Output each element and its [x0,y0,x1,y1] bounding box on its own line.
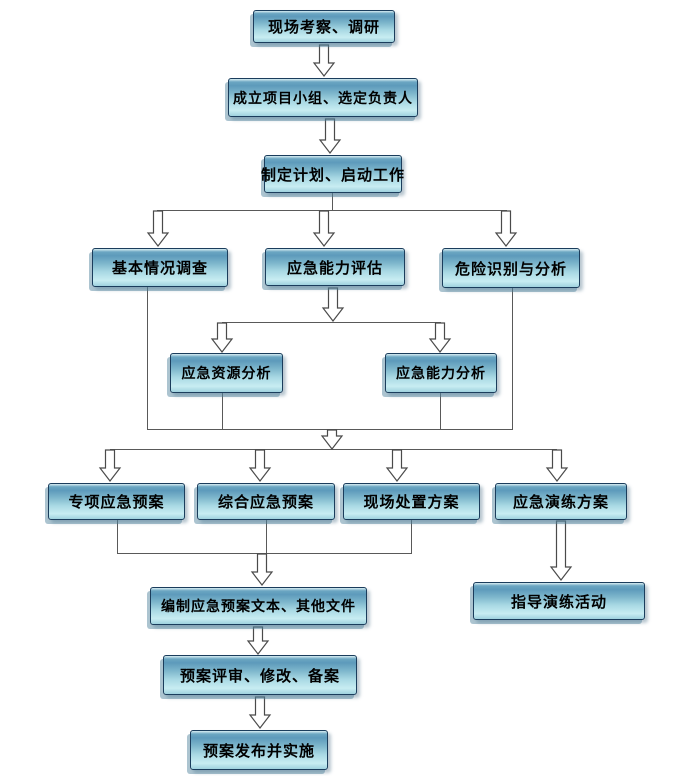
node-resource-analysis: 应急资源分析 [170,353,283,393]
connector-specialplan-down [117,520,118,554]
arrow-to-resource-analysis [210,322,234,353]
connector-hazard-down [512,288,513,430]
node-publish-implement: 预案发布并实施 [190,730,328,770]
arrow-to-onsite-plan [385,449,409,482]
arrow-to-comprehensive-plan [248,449,272,482]
arrow-branch-to-basicsurvey [146,210,170,247]
node-onsite-plan: 现场处置方案 [343,483,480,520]
arrow-survey-to-team [312,44,336,77]
arrow-merge-to-compile [250,553,274,586]
arrow-assessment-down [321,287,345,322]
node-capability-assessment: 应急能力评估 [265,248,405,286]
node-compile-documents: 编制应急预案文本、其他文件 [150,587,367,625]
connector-capability-down [440,393,441,430]
node-plan-start: 制定计划、启动工作 [261,155,404,193]
arrow-to-special-plan [98,449,122,482]
connector-resource-down [222,393,223,430]
node-special-plan: 专项应急预案 [48,483,185,520]
connector-basicsurvey-down [147,287,148,430]
node-comprehensive-plan: 综合应急预案 [197,483,335,520]
node-hazard-identification: 危险识别与分析 [442,248,580,288]
arrow-drillplan-to-guidance [549,520,573,581]
node-review-revise-file: 预案评审、修改、备案 [163,655,357,695]
node-site-survey: 现场考察、调研 [253,10,395,43]
node-drill-guidance: 指导演练活动 [473,582,645,620]
arrow-branch-to-hazard [494,210,518,247]
arrow-branch-to-assessment [312,210,336,247]
connector-onsiteplan-down [411,520,412,554]
node-drill-plan: 应急演练方案 [495,483,627,520]
connector-comprehensiveplan-down [266,520,267,554]
node-team-setup: 成立项目小组、选定负责人 [228,78,418,117]
arrow-compile-to-review [246,626,270,655]
arrow-collector-down [320,429,344,450]
node-basic-survey: 基本情况调查 [92,248,228,287]
arrow-to-drill-plan [545,449,569,482]
connector-planstart-to-branch [332,193,333,211]
arrow-to-capability-analysis [428,322,452,353]
connector-spreader-analysis [222,322,441,323]
connector-branch-row3 [157,210,507,211]
arrow-review-to-publish [248,696,272,729]
arrow-team-to-planstart [318,118,342,154]
node-capability-analysis: 应急能力分析 [385,353,497,393]
connector-spreader-plans [110,449,557,450]
